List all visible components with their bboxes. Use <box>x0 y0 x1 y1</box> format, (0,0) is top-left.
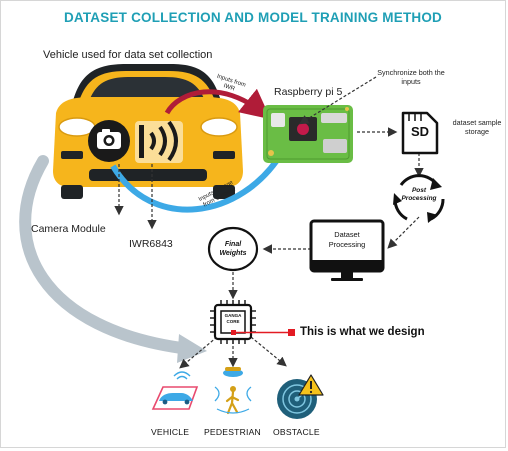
design-label: This is what we design <box>300 326 425 338</box>
vehicle-label: Vehicle used for data set collection <box>43 49 213 61</box>
chip-label: GANGA CORE <box>224 313 242 324</box>
raspberry-pi-label: Raspberry pi 5 <box>274 86 343 98</box>
sync-label: Synchronize both the inputs <box>377 68 445 86</box>
camera-module-icon <box>88 120 130 162</box>
dataset-processing-label: Dataset Processing <box>328 230 366 249</box>
final-weights-node <box>207 226 259 272</box>
design-marker <box>231 329 295 336</box>
vehicle-output-label: VEHICLE <box>151 427 190 437</box>
obstacle-output-label: OBSTACLE <box>273 427 320 437</box>
vehicle-output-icon <box>151 371 199 410</box>
radar-sensor-icon <box>135 120 183 163</box>
camera-module-label: Camera Module <box>31 223 106 235</box>
diagram-title: DATASET COLLECTION AND MODEL TRAINING ME… <box>63 10 443 25</box>
storage-label: dataset sample storage <box>452 118 502 136</box>
big-curved-arrow <box>19 155 207 363</box>
pedestrian-output-label: PEDESTRIAN <box>204 427 261 437</box>
iwr-label: IWR6843 <box>129 238 173 250</box>
chip-icon <box>210 300 256 344</box>
post-to-dataset-connector <box>387 216 420 249</box>
sd-label: SD <box>410 124 430 139</box>
chip-to-obstacle-connector <box>250 336 287 367</box>
sd-card-icon <box>401 111 439 155</box>
iwr-input-arrow <box>164 88 271 120</box>
obstacle-output-icon <box>277 374 324 419</box>
post-processing-label: Post Processing <box>401 187 437 202</box>
raspberry-pi-board <box>263 105 353 163</box>
post-processing-cycle-icon <box>393 174 445 223</box>
pedestrian-output-icon <box>214 367 252 415</box>
final-weights-label: Final Weights <box>219 241 247 257</box>
chip-to-vehicle-connector <box>179 336 218 369</box>
dataset-monitor-icon <box>309 219 385 281</box>
